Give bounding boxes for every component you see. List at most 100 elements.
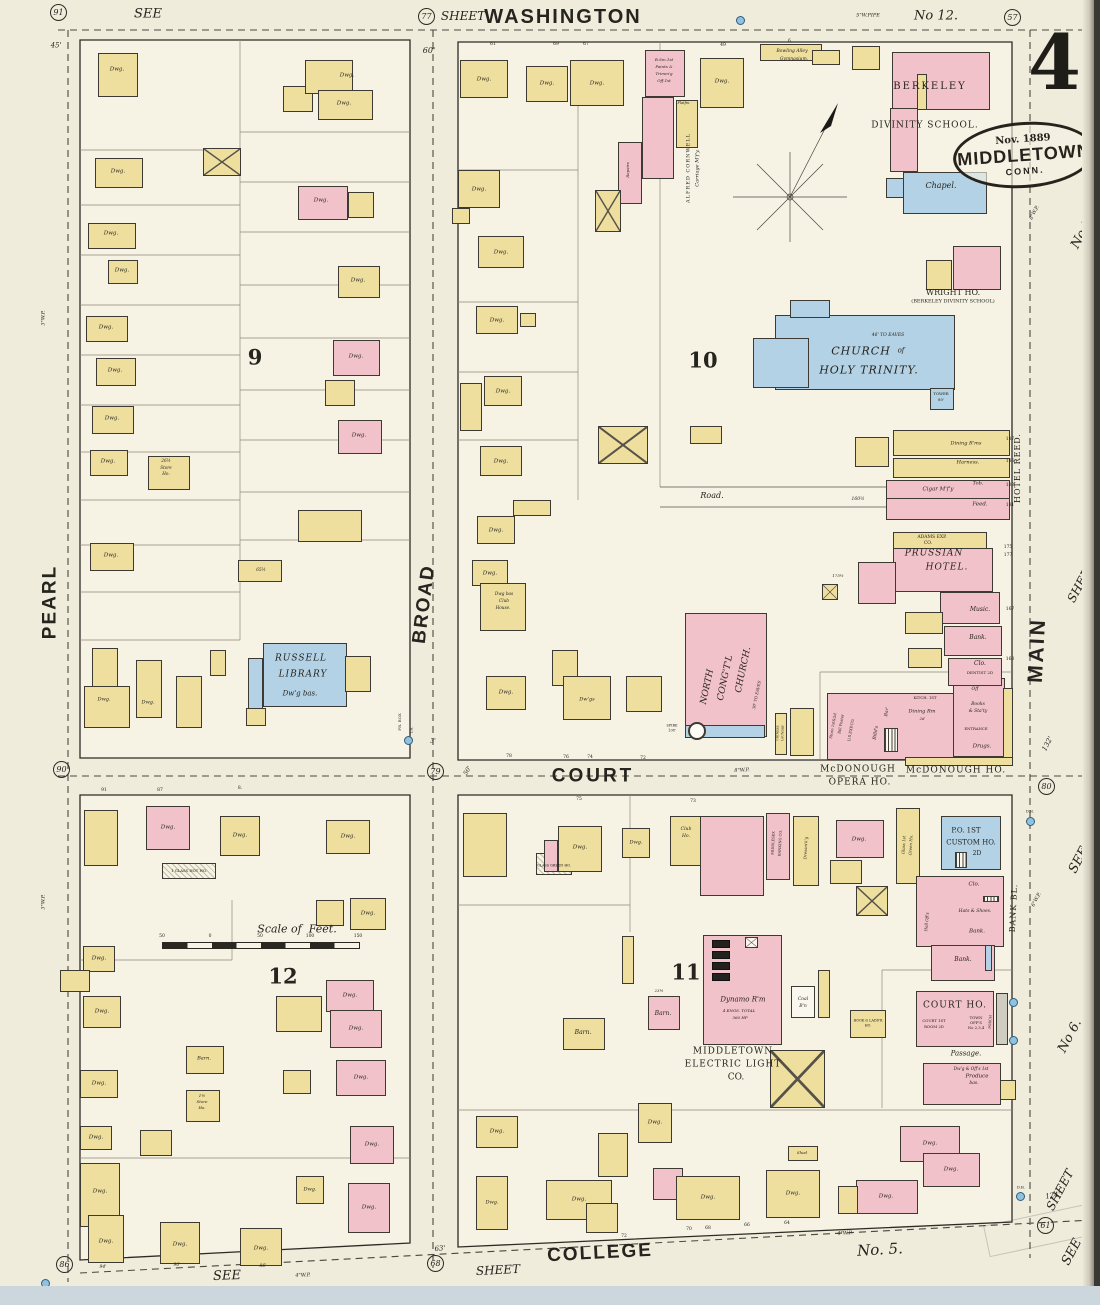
map-label: 49 <box>720 42 726 48</box>
sheet-ref-circle: 57 <box>1004 9 1021 26</box>
map-label: Feed. <box>972 501 988 508</box>
map-label: CUSTOM HO. <box>946 838 996 847</box>
building <box>350 1126 394 1164</box>
building <box>905 757 1013 766</box>
map-label: ALFRED CORNWELL <box>685 133 692 203</box>
map-label: Store <box>196 1099 208 1104</box>
building <box>712 951 730 959</box>
building <box>626 676 662 712</box>
map-label: 68 <box>705 1225 711 1231</box>
building <box>886 178 904 198</box>
map-label: Dwg. <box>700 1194 716 1201</box>
building <box>84 686 130 728</box>
building <box>931 945 995 981</box>
map-label: 60' <box>422 46 436 55</box>
map-label: House. <box>495 604 511 610</box>
map-label: Produce <box>965 1073 989 1080</box>
building <box>563 1018 605 1050</box>
map-label: Dwg. <box>485 1199 499 1206</box>
building <box>790 300 830 318</box>
map-label: 3"W.P. <box>40 310 47 326</box>
map-label: Dwg. <box>232 832 248 839</box>
building <box>478 236 524 268</box>
map-label: Dwg. <box>493 458 509 465</box>
map-label: Scale of Feet. <box>257 922 337 936</box>
map-label: Dwg. <box>91 955 107 962</box>
building <box>944 626 1002 656</box>
map-label: Barn. <box>574 1029 592 1036</box>
building <box>526 66 568 102</box>
building <box>88 223 136 249</box>
map-label: of <box>897 346 905 355</box>
map-label: 187 <box>1005 436 1015 442</box>
map-label: 63' <box>434 1244 446 1253</box>
map-label: Dwg. <box>714 78 730 85</box>
map-label: Dwg. <box>172 1241 188 1248</box>
building <box>890 108 918 172</box>
building <box>336 1060 386 1096</box>
map-label: Store <box>160 464 172 470</box>
map-label: 160½ <box>851 496 865 502</box>
map-label: Repairs <box>625 162 630 178</box>
map-label: 108' <box>668 728 676 733</box>
map-label: 3' <box>430 738 436 745</box>
map-label: Dining Rm <box>908 708 936 715</box>
map-label: CHURCH <box>831 344 891 358</box>
map-label: Dwg. <box>98 1238 114 1245</box>
map-label: 67 <box>583 41 589 47</box>
map-label: Club <box>680 826 692 832</box>
building <box>638 1103 672 1143</box>
map-label: 150 <box>353 933 363 939</box>
building <box>645 50 685 97</box>
building <box>96 358 136 386</box>
building <box>893 458 1010 478</box>
building <box>916 991 994 1047</box>
map-label: SPIRE <box>666 723 678 728</box>
map-label: Hats & Shoes. <box>958 908 992 914</box>
map-label: 185 <box>1005 458 1015 464</box>
map-label: Ho. <box>198 1105 206 1110</box>
sheet-number: 4 <box>1028 18 1081 107</box>
map-label: No. 5. <box>856 1239 904 1260</box>
map-label: Barn. <box>654 1010 672 1017</box>
building <box>305 60 353 94</box>
map-label: Dwg. <box>498 689 514 696</box>
building <box>345 656 371 692</box>
map-label: 1½ <box>198 1093 206 1098</box>
building <box>886 498 1010 520</box>
map-label: 183 <box>1005 482 1015 488</box>
map-label: Dwg. <box>103 552 119 559</box>
building <box>941 816 1001 870</box>
map-label: Cigar M'f'y <box>922 486 954 493</box>
building <box>1003 688 1013 758</box>
map-label: 64 <box>784 1220 790 1226</box>
map-label: OFF'S <box>969 1020 983 1026</box>
map-label: Drugs. <box>972 743 992 750</box>
map-label: Dwg. <box>572 844 588 851</box>
map-label: Dwg. <box>98 324 114 331</box>
building <box>622 936 634 984</box>
hydrant-icon <box>1008 1035 1018 1045</box>
map-label: Dwg. <box>361 1204 377 1211</box>
building <box>676 1176 740 1220</box>
map-label: 360 HP <box>732 1015 748 1020</box>
map-label: PORCH <box>987 1015 993 1029</box>
map-label: HOLY TRINITY. <box>819 363 919 377</box>
building <box>92 406 134 434</box>
building <box>788 1146 818 1161</box>
building <box>688 722 706 740</box>
map-label: Off <box>971 686 979 692</box>
building <box>333 340 380 376</box>
map-label: ELECTRIC LIGHT <box>684 1059 782 1070</box>
map-label: Road. <box>700 491 724 500</box>
map-label: Dwg. <box>493 249 509 256</box>
building <box>586 1203 618 1233</box>
building <box>745 937 758 948</box>
building <box>240 1228 282 1266</box>
map-label: 11 <box>671 959 701 985</box>
map-label: COURT <box>551 765 635 787</box>
map-label: 70 <box>686 1226 692 1232</box>
map-label: 61 <box>490 41 496 47</box>
map-label: 75 <box>576 796 582 802</box>
map-label: 72 <box>640 755 646 761</box>
